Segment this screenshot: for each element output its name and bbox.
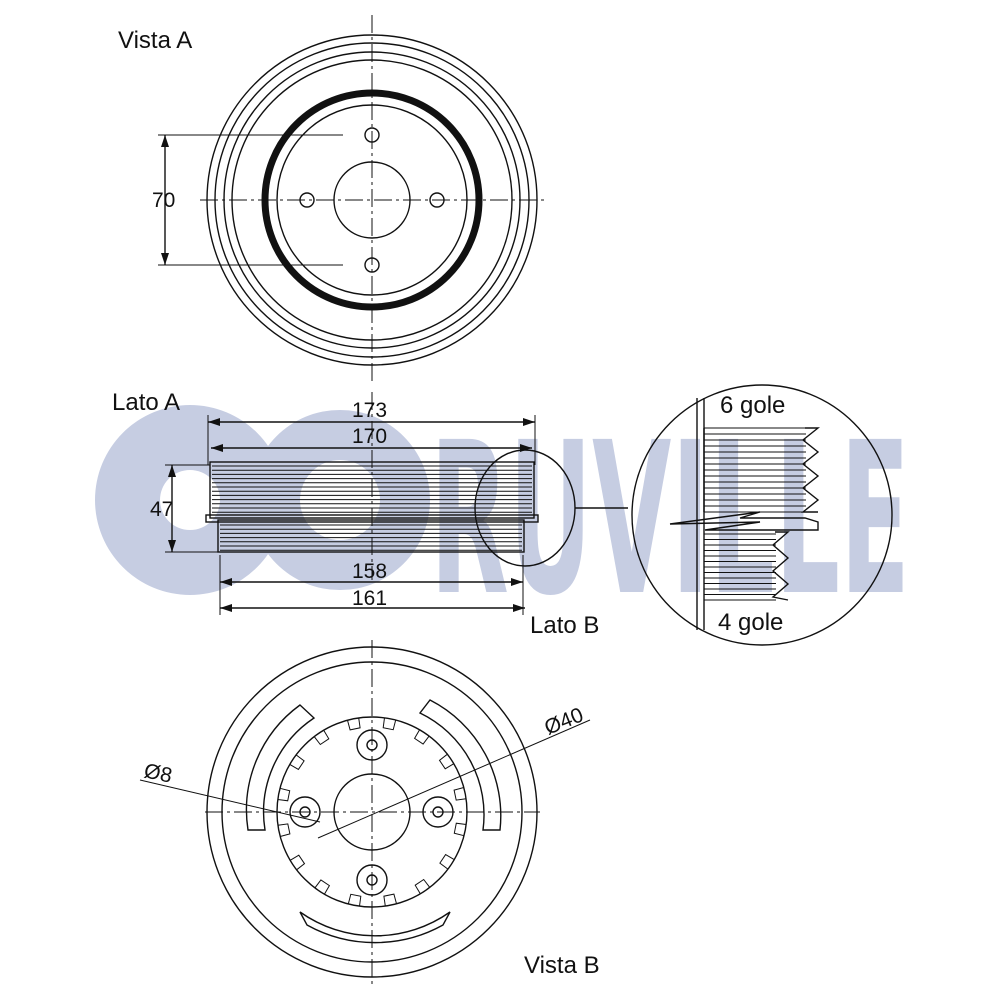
- vista-b-label: Vista B: [524, 952, 600, 979]
- dim-173-label: 173: [352, 399, 387, 422]
- lato-b-label: Lato B: [530, 612, 599, 639]
- groove-detail: 6 gole 4 gole: [631, 384, 893, 646]
- dim-158-label: 158: [352, 560, 387, 583]
- four-grooves-label: 4 gole: [718, 609, 783, 636]
- watermark-wheel-icon: [95, 405, 285, 595]
- dim-d40-label: Ø40: [541, 703, 586, 739]
- six-grooves-label: 6 gole: [720, 392, 785, 419]
- watermark-ring-icon: [249, 409, 431, 591]
- dim-d8-label: Ø8: [142, 759, 174, 787]
- dim-47-label: 47: [150, 498, 173, 521]
- rear-view: Ø40 Ø8 Vista B: [139, 640, 600, 985]
- front-view: 70 Vista A: [118, 15, 548, 385]
- dim-70-label: 70: [152, 189, 175, 212]
- hub-notches: [277, 717, 467, 907]
- vista-a-label: Vista A: [118, 27, 192, 54]
- side-view: 173 170 47 158 161 Lato A: [112, 389, 628, 639]
- lato-a-label: Lato A: [112, 389, 180, 416]
- dim-170-label: 170: [352, 425, 387, 448]
- dim-161-label: 161: [352, 587, 387, 610]
- side-view-grooves: [212, 465, 532, 551]
